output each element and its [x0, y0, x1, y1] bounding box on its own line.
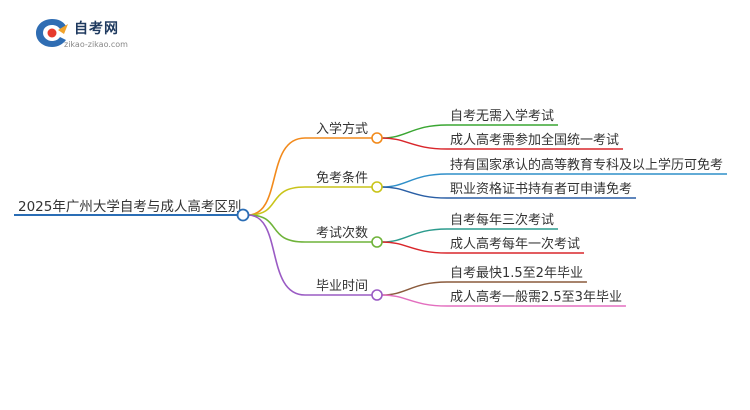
leaf-connector-0-0 [381, 124, 448, 139]
branch-connector-3 [247, 214, 306, 296]
leaf-connector-2-1 [381, 241, 448, 254]
branch-node-2 [371, 236, 383, 248]
leaf-label-0-0: 自考无需入学考试 [450, 108, 554, 124]
mind-map-nodes: 2025年广州大学自考与成人高考区别 入学方式 自考无需入学考试成人高考需参加全国统… [18, 108, 723, 305]
leaf-connector-0-1 [381, 137, 448, 150]
leaf-label-1-1: 职业资格证书持有者可申请免考 [450, 181, 632, 197]
leaf-label-2-1: 成人高考每年一次考试 [450, 236, 580, 252]
leaf-label-3-1: 成人高考一般需2.5至3年毕业 [450, 289, 622, 305]
branch-label-2: 考试次数 [316, 225, 368, 241]
logo-title: 自考网 [74, 21, 119, 37]
leaf-connector-3-1 [381, 294, 448, 307]
branch-node-3 [371, 289, 383, 301]
logo-subtitle: zikao-zikao.com [64, 40, 128, 49]
branch-node-1 [371, 181, 383, 193]
root-label: 2025年广州大学自考与成人高考区别 [18, 198, 241, 215]
leaf-label-2-0: 自考每年三次考试 [450, 212, 554, 228]
leaf-label-0-1: 成人高考需参加全国统一考试 [450, 132, 619, 148]
branch-label-1: 免考条件 [316, 170, 368, 186]
root-node [236, 208, 250, 222]
leaf-connector-1-1 [381, 186, 448, 199]
leaf-connector-3-0 [381, 281, 448, 296]
branch-label-3: 毕业时间 [316, 279, 368, 294]
leaf-label-1-0: 持有国家承认的高等教育专科及以上学历可免考 [450, 157, 723, 173]
branch-connector-2 [247, 214, 306, 243]
mind-map-edges [14, 124, 728, 307]
site-logo: 自考网 zikao-zikao.com [34, 16, 144, 56]
branch-connector-1 [247, 186, 306, 216]
logo-mark-icon [36, 19, 68, 47]
leaf-connector-1-0 [381, 173, 448, 188]
leaf-connector-2-0 [381, 228, 448, 243]
leaf-label-3-0: 自考最快1.5至2年毕业 [450, 266, 583, 281]
branch-label-0: 入学方式 [316, 121, 368, 137]
branch-node-0 [371, 132, 383, 144]
branch-connector-0 [247, 137, 306, 216]
